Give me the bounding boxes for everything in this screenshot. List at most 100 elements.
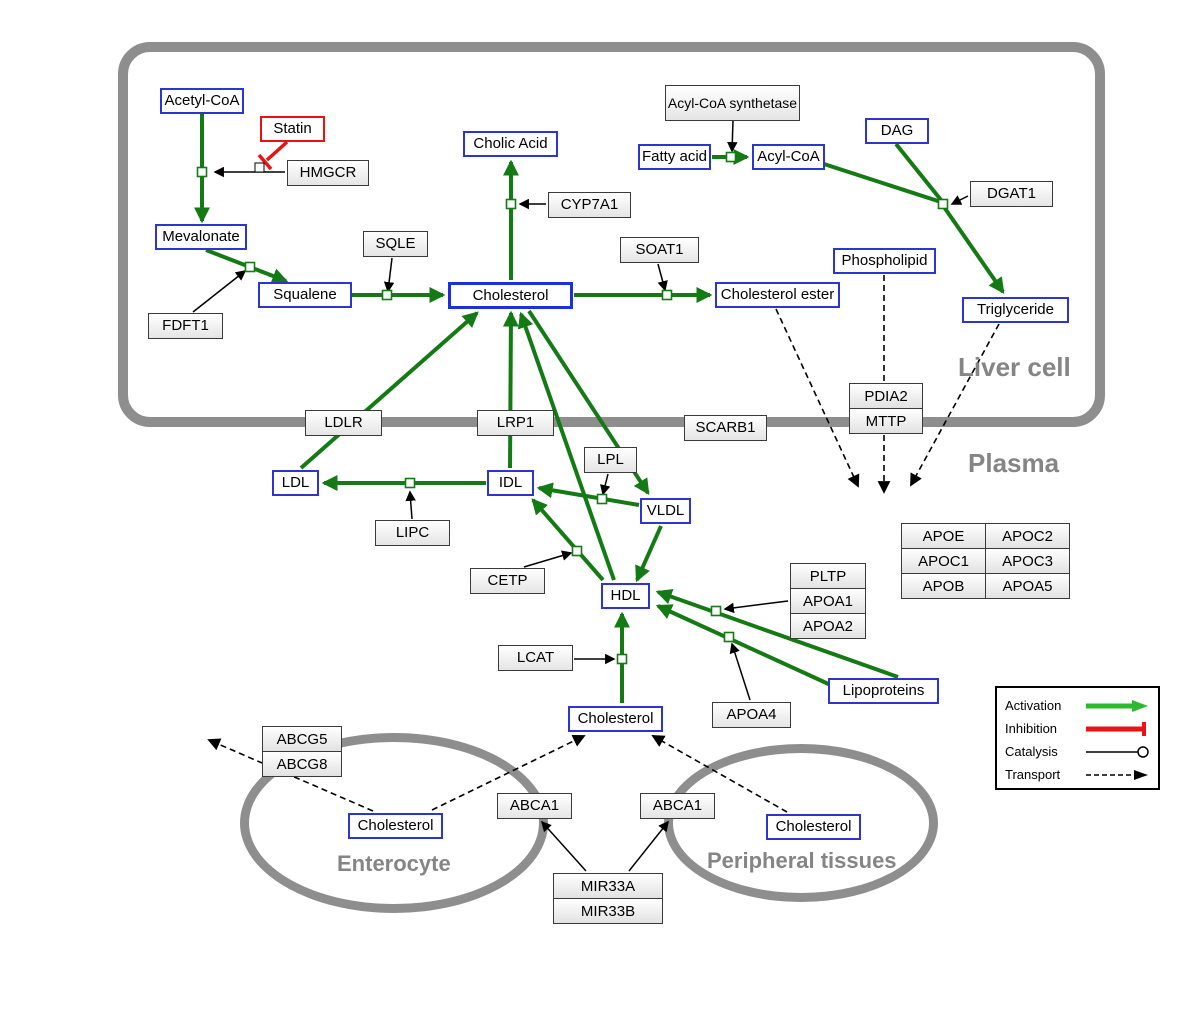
node-fatty-acid[interactable]: Fatty acid (638, 144, 711, 170)
apolipoprotein-table: APOE APOC2 APOC1 APOC3 APOB APOA5 (901, 523, 1070, 599)
node-apoc2[interactable]: APOC2 (986, 524, 1070, 549)
legend-inhibition-label: Inhibition (1005, 721, 1058, 736)
edge-lipc-catalysis (405, 490, 416, 520)
legend-transport-row: Transport (1005, 763, 1150, 786)
legend-activation-label: Activation (1005, 698, 1062, 713)
node-dgat1[interactable]: DGAT1 (970, 181, 1053, 207)
reaction-hmgcr (196, 166, 208, 178)
node-acetyl-coa[interactable]: Acetyl-CoA (160, 88, 244, 114)
node-apoa4[interactable]: APOA4 (712, 702, 791, 728)
node-pltp[interactable]: PLTP (791, 564, 866, 589)
edge-ldl-cholesterol-via-ldlr (299, 311, 479, 470)
legend-transport-label: Transport (1005, 767, 1061, 782)
transport-dashed-arrow-icon (1086, 769, 1148, 780)
node-acyl-coa[interactable]: Acyl-CoA (752, 144, 825, 170)
node-apoa5[interactable]: APOA5 (986, 574, 1070, 599)
node-ldl[interactable]: LDL (272, 470, 319, 496)
node-acyl-coa-synthetase[interactable]: Acyl-CoA synthetase (665, 85, 800, 121)
edge-cholesterolester-plasma (775, 308, 860, 488)
node-phospholipid[interactable]: Phospholipid (833, 248, 936, 274)
edge-vldl-idl (536, 482, 640, 507)
node-cholesterol-ester[interactable]: Cholesterol ester (715, 282, 840, 308)
node-pdia2[interactable]: PDIA2 (850, 384, 923, 409)
edge-vldl-hdl (635, 525, 663, 583)
inhibition-edge (257, 140, 289, 171)
transport-edges (207, 275, 1000, 813)
node-cyp7a1[interactable]: CYP7A1 (548, 192, 631, 218)
node-mttp[interactable]: MTTP (850, 409, 923, 434)
node-cholesterol-plasma[interactable]: Cholesterol (568, 706, 663, 732)
node-cholesterol-enterocyte[interactable]: Cholesterol (348, 813, 443, 839)
legend-catalysis-label: Catalysis (1005, 744, 1058, 759)
node-apoc3[interactable]: APOC3 (986, 549, 1070, 574)
edge-lpl-catalysis (600, 473, 611, 496)
node-lipc[interactable]: LIPC (375, 520, 450, 546)
node-scarb1[interactable]: SCARB1 (684, 415, 767, 441)
node-abca1-left[interactable]: ABCA1 (497, 793, 572, 819)
reaction-pltp-apoa (710, 605, 722, 617)
activation-edges (194, 112, 1005, 703)
node-sqle[interactable]: SQLE (363, 231, 428, 257)
legend: Activation Inhibition Catalysis Transpor… (995, 686, 1160, 790)
node-idl[interactable]: IDL (487, 470, 534, 496)
edge-sqle-catalysis (383, 257, 395, 293)
plasma-label: Plasma (968, 448, 1060, 478)
node-ldlr[interactable]: LDLR (305, 410, 382, 436)
node-fdft1[interactable]: FDFT1 (148, 313, 223, 339)
edge-apoa4-catalysis (729, 642, 751, 701)
node-apoa1[interactable]: APOA1 (791, 589, 866, 614)
edge-hdl-cholesterol (517, 311, 616, 581)
node-cholesterol-liver[interactable]: Cholesterol (448, 282, 573, 309)
catalysis-circle-icon (1086, 745, 1149, 758)
reaction-cetp (571, 545, 583, 557)
liver-cell-label: Liver cell (958, 352, 1071, 382)
node-mir33b[interactable]: MIR33B (554, 899, 663, 924)
edge-reaction-triglyceride (942, 205, 1005, 294)
node-apoe[interactable]: APOE (902, 524, 986, 549)
peripheral-tissues-label: Peripheral tissues (707, 848, 897, 873)
node-cholesterol-peripheral[interactable]: Cholesterol (766, 814, 861, 840)
edge-peripheral-cholesterol-plasma (651, 735, 788, 813)
reaction-fdft1 (244, 261, 256, 273)
statin-inhibition-tbar (257, 153, 273, 171)
node-apoc1[interactable]: APOC1 (902, 549, 986, 574)
node-apob[interactable]: APOB (902, 574, 986, 599)
node-lpl[interactable]: LPL (584, 447, 637, 473)
node-squalene[interactable]: Squalene (258, 282, 352, 308)
reaction-lcat (616, 653, 628, 665)
node-lcat[interactable]: LCAT (498, 645, 573, 671)
reaction-soat1 (661, 289, 673, 301)
node-soat1[interactable]: SOAT1 (620, 237, 699, 263)
node-hmgcr[interactable]: HMGCR (287, 160, 369, 186)
node-apoa2[interactable]: APOA2 (791, 614, 866, 639)
edge-acylcoa-reaction (823, 162, 942, 204)
node-statin[interactable]: Statin (260, 116, 325, 142)
reaction-acylcoa-synthetase (725, 151, 737, 163)
node-vldl[interactable]: VLDL (640, 498, 691, 524)
catalysis-edges (192, 120, 969, 872)
node-lipoproteins[interactable]: Lipoproteins (828, 678, 939, 704)
edge-lipoproteins-hdl-upper (655, 588, 899, 679)
legend-inhibition-row: Inhibition (1005, 717, 1150, 740)
edge-fdft1-catalysis (192, 270, 247, 313)
legend-activation-row: Activation (1005, 694, 1150, 717)
node-triglyceride[interactable]: Triglyceride (962, 297, 1069, 323)
edge-lipoproteins-hdl-lower (655, 604, 847, 694)
edge-enterocyte-cholesterol-plasma (431, 735, 586, 811)
edge-acylcoa-synthetase-catalysis (727, 120, 738, 153)
reaction-lpl (596, 493, 608, 505)
node-hdl[interactable]: HDL (601, 583, 650, 609)
node-cetp[interactable]: CETP (470, 568, 545, 594)
reaction-lipc (404, 477, 416, 489)
node-mir33a[interactable]: MIR33A (554, 874, 663, 899)
node-lrp1[interactable]: LRP1 (477, 410, 554, 436)
node-abcg8[interactable]: ABCG8 (263, 752, 342, 777)
edge-mir33-abca1-left (540, 820, 587, 872)
node-mevalonate[interactable]: Mevalonate (155, 224, 247, 250)
node-abcg5[interactable]: ABCG5 (263, 727, 342, 752)
node-dag[interactable]: DAG (865, 118, 929, 144)
node-abca1-right[interactable]: ABCA1 (640, 793, 715, 819)
abcg-stack: ABCG5 ABCG8 (262, 726, 342, 777)
node-cholic-acid[interactable]: Cholic Acid (463, 131, 558, 157)
